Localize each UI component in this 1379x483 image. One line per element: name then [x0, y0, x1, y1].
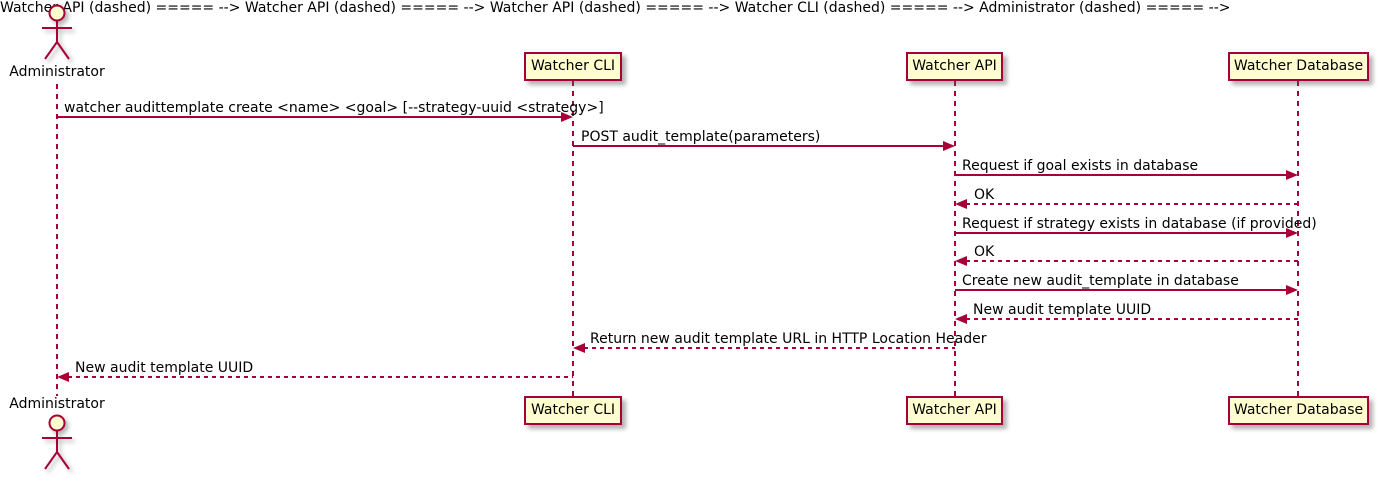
arrowhead-right-icon	[1286, 170, 1298, 180]
arrowhead-right-icon	[1286, 228, 1298, 238]
participant-watcher-database-bottom: Watcher Database	[1228, 396, 1369, 425]
arrowhead-left-icon	[955, 199, 967, 209]
participant-watcher-cli-bottom: Watcher CLI	[524, 396, 622, 425]
lifeline-watcher-api	[954, 81, 956, 396]
message-label-6: OK	[974, 244, 995, 260]
actor-label-bottom: Administrator	[9, 396, 105, 412]
message-label-3: Request if goal exists in database	[962, 158, 1199, 174]
message-label-7: Create new audit_template in database	[962, 273, 1239, 289]
arrowhead-left-icon	[573, 343, 585, 353]
participant-watcher-api-top: Watcher API	[906, 52, 1003, 81]
message-line-7	[955, 289, 1288, 291]
arrowhead-left-icon	[57, 372, 69, 382]
lifeline-watcher-cli	[572, 81, 574, 396]
message-label-5: Request if strategy exists in database (…	[962, 216, 1317, 232]
arrowhead-right-icon	[1286, 285, 1298, 295]
message-label-1: watcher audittemplate create <name> <goa…	[64, 100, 604, 116]
message-line-3	[955, 174, 1288, 176]
message-label-9: Return new audit template URL in HTTP Lo…	[590, 331, 987, 347]
message-line-8	[966, 318, 1298, 320]
participant-watcher-cli-top: Watcher CLI	[524, 52, 622, 81]
message-line-5	[955, 232, 1288, 234]
arrowhead-left-icon	[955, 314, 967, 324]
message-line-2	[573, 145, 945, 147]
participant-watcher-database-top: Watcher Database	[1228, 52, 1369, 81]
message-line-6	[966, 260, 1298, 262]
message-line-1	[57, 116, 563, 118]
message-line-10	[68, 376, 573, 378]
arrowhead-right-icon	[561, 112, 573, 122]
participant-watcher-api-bottom: Watcher API	[906, 396, 1003, 425]
actor-figure-top	[42, 4, 72, 60]
message-label-4: OK	[974, 187, 995, 203]
actor-figure-bottom	[42, 414, 72, 470]
message-label-2: POST audit_template(parameters)	[581, 129, 821, 145]
message-label-10: New audit template UUID	[75, 360, 254, 376]
arrowhead-left-icon	[955, 256, 967, 266]
lifeline-administrator	[56, 84, 58, 396]
message-line-4	[966, 203, 1298, 205]
arrowhead-right-icon	[943, 141, 955, 151]
message-label-8: New audit template UUID	[973, 302, 1152, 318]
message-line-9	[584, 347, 955, 349]
actor-label-top: Administrator	[9, 64, 105, 80]
lifeline-watcher-database	[1297, 81, 1299, 396]
